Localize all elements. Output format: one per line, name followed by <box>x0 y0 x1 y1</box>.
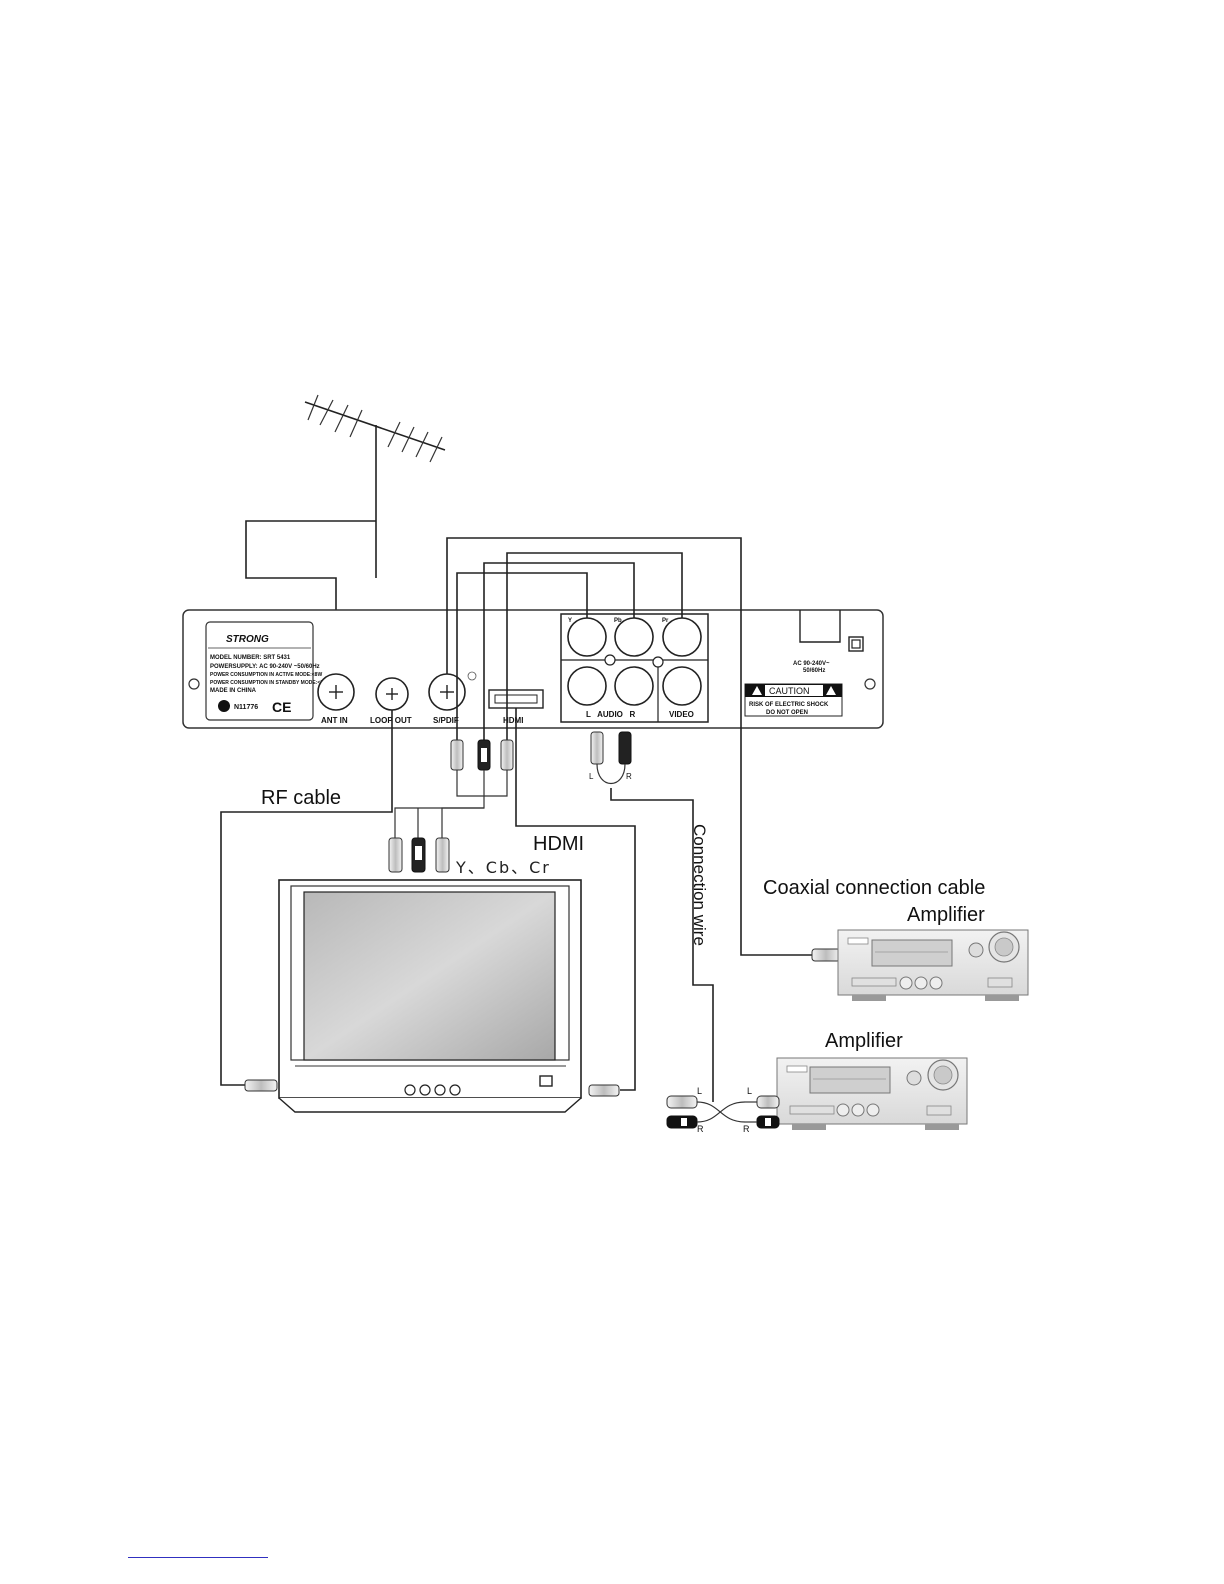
ac-frequency: 50/60Hz <box>803 668 825 674</box>
audio-label: L AUDIO R <box>586 710 636 719</box>
rf-plug <box>244 1079 278 1092</box>
brand-logo: STRONG <box>226 634 269 645</box>
made-in: MADE IN CHINA <box>210 688 257 694</box>
av-output-block: Y Pb Pr L AUDIO R VIDEO <box>560 613 709 723</box>
tv-button[interactable] <box>449 1084 461 1096</box>
antenna-icon <box>304 394 446 578</box>
component-and-coax-wiring <box>446 537 815 956</box>
amp-input-label-left: L <box>747 1086 752 1096</box>
television <box>278 879 582 1113</box>
consumption-standby: POWER CONSUMPTION IN STANDBY MODE:<1W <box>210 680 328 686</box>
ycbcr-plugs <box>388 837 450 873</box>
ac-rating: AC 90-240V~ <box>793 661 830 667</box>
rating-label-plate: STRONG MODEL NUMBER: SRT 5431 POWERSUPPL… <box>205 621 328 721</box>
power-cord-notch <box>799 610 841 643</box>
spdif-label: S/PDIF <box>433 716 459 725</box>
caution-title: CAUTION <box>769 686 810 696</box>
coaxial-cable-label: Coaxial connection cable <box>763 877 985 899</box>
ce-mark: CE <box>272 699 291 715</box>
consumption-active: POWER CONSUMPTION IN ACTIVE MODE:<8W <box>210 672 322 678</box>
cert-code: N11776 <box>234 704 258 711</box>
rf-cable-label: RF cable <box>261 787 341 809</box>
cert-mark-icon <box>218 700 230 712</box>
video-label: VIDEO <box>669 710 694 719</box>
model-number: MODEL NUMBER: SRT 5431 <box>210 655 291 661</box>
amp-knob[interactable] <box>968 942 984 958</box>
loop-out-label: LOOP OUT <box>370 716 412 725</box>
audio-left-port[interactable] <box>567 666 607 706</box>
hdmi-port[interactable] <box>488 689 544 709</box>
amp-knob[interactable] <box>906 1070 922 1086</box>
plug-label-right-bottom: R <box>697 1124 704 1134</box>
pr-port[interactable] <box>662 617 702 657</box>
tv-power-button[interactable] <box>539 1075 553 1087</box>
hdmi-cable-label: HDMI <box>533 833 584 855</box>
audio-connection-wire <box>610 788 714 1102</box>
y-port[interactable] <box>567 617 607 657</box>
caution-line-1: RISK OF ELECTRIC SHOCK <box>749 702 829 708</box>
audio-plugs-bottom: L R L R <box>666 1086 780 1134</box>
pb-label: Pb <box>614 618 622 624</box>
tv-button[interactable] <box>419 1084 431 1096</box>
ant-in-port[interactable] <box>317 673 355 711</box>
hdmi-cable <box>515 708 636 1091</box>
rf-cable <box>220 710 393 1086</box>
warning-icon <box>826 686 836 695</box>
footer-divider <box>128 1557 268 1558</box>
pr-label: Pr <box>662 618 669 624</box>
coax-plug <box>811 948 841 962</box>
connection-wire-label: Connection wire <box>690 824 709 946</box>
hdmi-plug <box>588 1084 620 1097</box>
amplifier-2 <box>776 1057 968 1130</box>
tv-button[interactable] <box>434 1084 446 1096</box>
component-plugs-top <box>450 739 514 771</box>
amplifier-2-label: Amplifier <box>825 1030 903 1052</box>
plug-label-left-bottom: L <box>697 1086 702 1096</box>
ycbcr-label: Y、Cb、Cr <box>455 858 551 877</box>
power-supply: POWERSUPPLY: AC 90-240V ~50/60Hz <box>210 664 320 670</box>
caution-line-2: DO NOT OPEN <box>766 710 808 716</box>
amplifier-1 <box>837 929 1029 1001</box>
tv-screen <box>303 891 556 1061</box>
plug-label-right: R <box>626 772 632 781</box>
loop-out-port[interactable] <box>375 677 409 711</box>
tv-button[interactable] <box>404 1084 416 1096</box>
y-label: Y <box>568 618 572 624</box>
amp-input-label-right: R <box>743 1124 750 1134</box>
audio-plugs-top: L R <box>589 731 632 784</box>
double-insulation-icon <box>848 636 864 652</box>
hdmi-port-label: HDMI <box>503 716 523 725</box>
audio-right-port[interactable] <box>614 666 654 706</box>
video-port[interactable] <box>662 666 702 706</box>
amplifier-1-label: Amplifier <box>907 904 985 926</box>
plug-label-left: L <box>589 772 594 781</box>
caution-label: CAUTION RISK OF ELECTRIC SHOCK DO NOT OP… <box>744 683 843 717</box>
receiver-rear-panel: STRONG MODEL NUMBER: SRT 5431 POWERSUPPL… <box>182 609 884 729</box>
ant-in-label: ANT IN <box>321 716 348 725</box>
warning-icon <box>752 686 762 695</box>
